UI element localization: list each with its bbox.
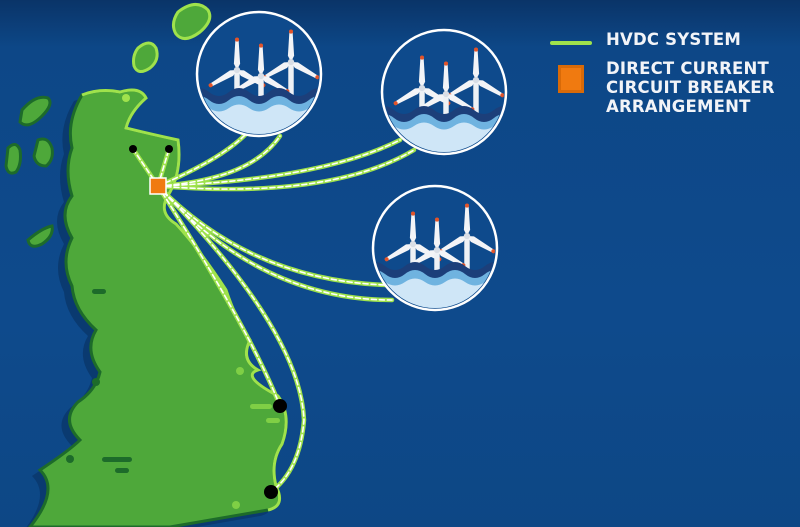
node-south-east xyxy=(264,485,278,499)
legend-label-breaker-1: DIRECT CURRENT xyxy=(606,59,769,78)
legend-label-breaker-3: ARRANGEMENT xyxy=(606,97,751,116)
breaker-square-icon xyxy=(558,65,584,93)
node-east-anglia xyxy=(273,399,287,413)
legend-item-breaker: DIRECT CURRENT CIRCUIT BREAKER ARRANGEME… xyxy=(550,59,775,116)
wind-farm-northeast xyxy=(380,28,508,156)
grid-connection-nodes xyxy=(129,145,287,499)
legend-label-breaker-2: CIRCUIT BREAKER xyxy=(606,78,775,97)
legend-label-hvdc: HVDC SYSTEM xyxy=(606,30,741,49)
dc-circuit-breaker-icon xyxy=(149,177,167,195)
legend-item-hvdc: HVDC SYSTEM xyxy=(550,30,775,49)
hvdc-line-icon xyxy=(550,41,592,45)
legend: HVDC SYSTEM DIRECT CURRENT CIRCUIT BREAK… xyxy=(550,30,775,126)
wind-farm-north xyxy=(195,10,323,138)
wind-farm-east xyxy=(371,184,499,312)
node-north-1 xyxy=(129,145,137,153)
hvdc-cables xyxy=(130,131,417,495)
islands xyxy=(4,3,212,248)
node-north-2 xyxy=(165,145,173,153)
